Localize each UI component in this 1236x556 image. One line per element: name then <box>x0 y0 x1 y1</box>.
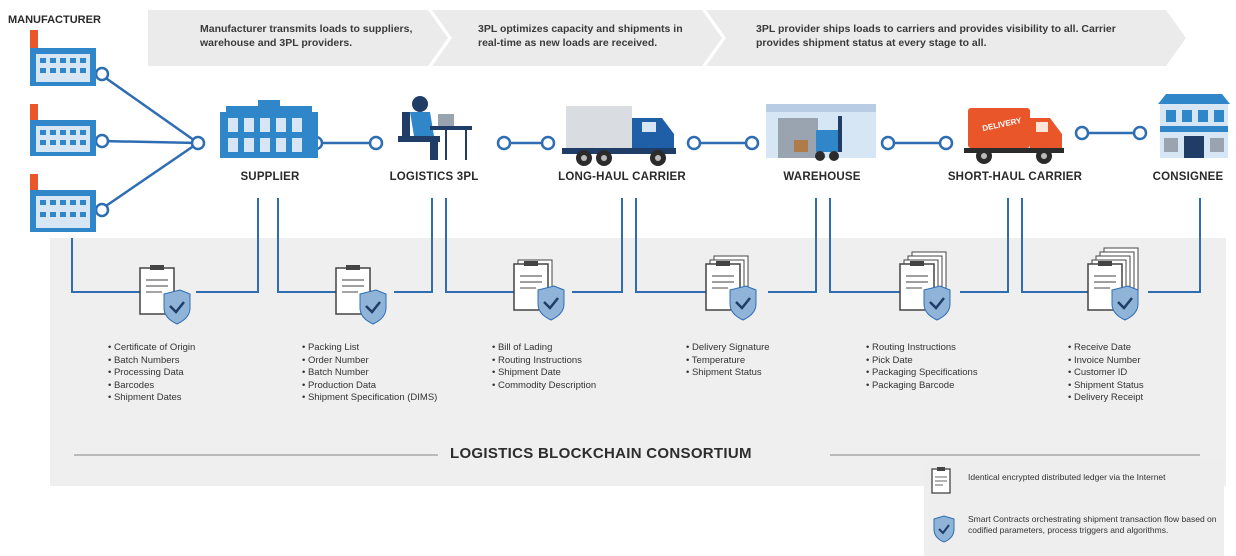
legend-ledger-text: Identical encrypted distributed ledger v… <box>968 472 1166 482</box>
banner-arrow-3 <box>706 10 1186 66</box>
node-label-consignee: CONSIGNEE <box>1152 171 1224 183</box>
node-label-warehouse: WAREHOUSE <box>783 171 861 183</box>
list-item: Temperature <box>686 355 770 368</box>
list-item: Order Number <box>302 355 437 368</box>
banner-step-1: Manufacturer transmits loads to supplier… <box>200 23 413 49</box>
list-item: Pick Date <box>866 355 978 368</box>
legend <box>924 460 1224 556</box>
supplier-building-icon <box>220 100 318 158</box>
list-item: Shipment Status <box>686 367 770 380</box>
list-item: Batch Number <box>302 367 437 380</box>
list-item: Batch Numbers <box>108 355 195 368</box>
list-item: Shipment Date <box>492 367 596 380</box>
list-item: Certificate of Origin <box>108 342 195 355</box>
banner-step-3: 3PL provider ships loads to carriers and… <box>756 23 1116 49</box>
list-item: Invoice Number <box>1068 355 1144 368</box>
list-item: Receive Date <box>1068 342 1144 355</box>
list-item: Routing Instructions <box>866 342 978 355</box>
factory-icon <box>30 30 96 86</box>
ledger-document-icon <box>705 255 757 321</box>
node-label-supplier: SUPPLIER <box>240 171 300 183</box>
ledger-document-icon <box>139 265 191 325</box>
data-list-logistics: Packing List Order Number Batch Number P… <box>302 342 437 405</box>
list-item: Shipment Dates <box>108 392 195 405</box>
factory-icon <box>30 104 96 156</box>
document-connectors <box>71 198 1201 293</box>
list-item: Production Data <box>302 380 437 393</box>
warehouse-forklift-icon <box>766 104 876 161</box>
banner-arrow-2 <box>432 10 722 66</box>
consortium-title: LOGISTICS BLOCKCHAIN CONSORTIUM <box>450 445 752 462</box>
banner-arrow-1 <box>148 10 448 66</box>
banner-arrows <box>148 10 1186 66</box>
list-item: Barcodes <box>108 380 195 393</box>
ledger-document-icon <box>931 467 951 494</box>
list-item: Packaging Specifications <box>866 367 978 380</box>
node-label-short-haul-carrier: SHORT-HAUL CARRIER <box>947 171 1083 183</box>
data-list-warehouse: Delivery Signature Temperature Shipment … <box>686 342 770 380</box>
truck-icon <box>562 106 676 166</box>
banner-step-2: 3PL optimizes capacity and shipments in … <box>478 23 683 49</box>
list-item: Routing Instructions <box>492 355 596 368</box>
ledger-document-icon <box>1087 247 1139 321</box>
data-list-consignee: Receive Date Invoice Number Customer ID … <box>1068 342 1144 405</box>
list-item: Packing List <box>302 342 437 355</box>
consortium-panel <box>50 238 1226 486</box>
ledger-document-icon <box>899 251 951 321</box>
list-item: Shipment Status <box>1068 380 1144 393</box>
ledger-document-icon <box>513 259 565 321</box>
list-item: Delivery Signature <box>686 342 770 355</box>
connector-nodes <box>94 66 1148 218</box>
list-item: Packaging Barcode <box>866 380 978 393</box>
list-item: Delivery Receipt <box>1068 392 1144 405</box>
data-list-short-haul: Routing Instructions Pick Date Packaging… <box>866 342 978 392</box>
data-list-supplier: Certificate of Origin Batch Numbers Proc… <box>108 342 195 405</box>
list-item: Customer ID <box>1068 367 1144 380</box>
shield-check-icon <box>933 515 955 543</box>
list-item: Bill of Lading <box>492 342 596 355</box>
ledger-document-icon <box>335 265 387 325</box>
logistics-worker-icon <box>398 96 472 160</box>
list-item: Commodity Description <box>492 380 596 393</box>
legend-contracts-text: Smart Contracts orchestrating shipment t… <box>968 514 1217 535</box>
data-list-long-haul: Bill of Lading Routing Instructions Ship… <box>492 342 596 392</box>
manufacturer-label: MANUFACTURER <box>8 14 101 26</box>
node-label-logistics-3pl: LOGISTICS 3PL <box>389 171 479 183</box>
factory-icon <box>30 174 96 232</box>
list-item: Processing Data <box>108 367 195 380</box>
delivery-truck-icon <box>964 108 1064 164</box>
node-label-long-haul-carrier: LONG-HAUL CARRIER <box>558 171 686 183</box>
store-icon <box>1158 94 1230 158</box>
list-item: Shipment Specification (DIMS) <box>302 392 437 405</box>
